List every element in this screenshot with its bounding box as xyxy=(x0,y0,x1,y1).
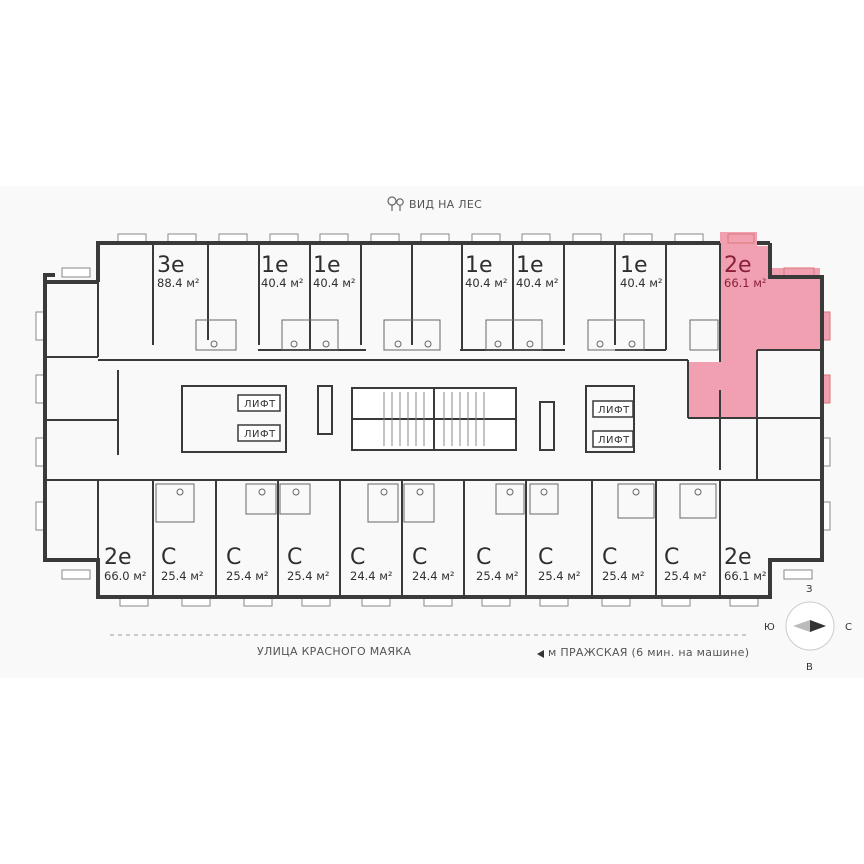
svg-text:66.0 м²: 66.0 м² xyxy=(104,569,147,583)
svg-text:1е: 1е xyxy=(620,253,648,278)
svg-text:С: С xyxy=(350,545,365,570)
svg-text:66.1 м²: 66.1 м² xyxy=(724,276,767,290)
svg-text:ЛИФТ: ЛИФТ xyxy=(244,429,276,440)
svg-text:ЛИФТ: ЛИФТ xyxy=(598,435,630,446)
svg-text:С: С xyxy=(664,545,679,570)
view-indicator: ВИД НА ЛЕС xyxy=(387,196,482,211)
unit-label-c-1[interactable]: С 25.4 м² xyxy=(161,545,204,583)
unit-label-c-2[interactable]: С 25.4 м² xyxy=(226,545,269,583)
svg-text:С: С xyxy=(538,545,553,570)
svg-text:1е: 1е xyxy=(465,253,493,278)
windows-top xyxy=(117,233,815,278)
unit-label-1e-top-d[interactable]: 1е 40.4 м² xyxy=(516,253,559,290)
svg-text:40.4 м²: 40.4 м² xyxy=(313,276,356,290)
compass-north-label: З xyxy=(806,584,812,595)
svg-text:25.4 м²: 25.4 м² xyxy=(476,569,519,583)
svg-text:С: С xyxy=(602,545,617,570)
compass: З Ю С В xyxy=(764,584,852,673)
svg-text:25.4 м²: 25.4 м² xyxy=(664,569,707,583)
core-walls xyxy=(117,370,721,470)
svg-text:м ПРАЖСКАЯ (6 мин. на машине): м ПРАЖСКАЯ (6 мин. на машине) xyxy=(548,646,749,659)
unit-label-c-5[interactable]: С 24.4 м² xyxy=(412,545,455,583)
svg-text:88.4 м²: 88.4 м² xyxy=(157,276,200,290)
unit-label-c-8[interactable]: С 25.4 м² xyxy=(602,545,645,583)
svg-text:1е: 1е xyxy=(313,253,341,278)
svg-text:С: С xyxy=(161,545,176,570)
bathrooms-top xyxy=(195,319,719,351)
unit-label-1e-top-a[interactable]: 1е 40.4 м² xyxy=(261,253,304,290)
stairwell xyxy=(351,387,517,451)
unit-label-2e-bottom-left[interactable]: 2е 66.0 м² xyxy=(104,545,147,583)
metro-indicator: м ПРАЖСКАЯ (6 мин. на машине) xyxy=(537,646,749,659)
lift-left-1: ЛИФТ xyxy=(237,394,281,412)
svg-text:25.4 м²: 25.4 м² xyxy=(538,569,581,583)
unit-label-c-7[interactable]: С 25.4 м² xyxy=(538,545,581,583)
svg-text:ЛИФТ: ЛИФТ xyxy=(244,399,276,410)
triangle-left-icon xyxy=(537,650,544,658)
tree-icon xyxy=(387,196,404,211)
svg-text:40.4 м²: 40.4 м² xyxy=(516,276,559,290)
selected-unit-highlight[interactable] xyxy=(688,232,820,418)
svg-text:24.4 м²: 24.4 м² xyxy=(350,569,393,583)
svg-text:25.4 м²: 25.4 м² xyxy=(161,569,204,583)
unit-label-2e-selected[interactable]: 2е 66.1 м² xyxy=(724,253,767,290)
unit-label-1e-top-e[interactable]: 1е 40.4 м² xyxy=(620,253,663,290)
view-label: ВИД НА ЛЕС xyxy=(409,198,482,211)
unit-label-c-3[interactable]: С 25.4 м² xyxy=(287,545,330,583)
svg-text:40.4 м²: 40.4 м² xyxy=(620,276,663,290)
svg-text:2е: 2е xyxy=(104,545,132,570)
compass-east-label: С xyxy=(845,622,852,633)
bathrooms-bottom xyxy=(155,483,717,523)
unit-label-2e-bottom-right[interactable]: 2е 66.1 м² xyxy=(724,545,767,583)
unit-label-3e-top[interactable]: 3е 88.4 м² xyxy=(157,253,200,290)
lift-right-1: ЛИФТ xyxy=(592,400,634,418)
unit-label-c-9[interactable]: С 25.4 м² xyxy=(664,545,707,583)
svg-text:С: С xyxy=(476,545,491,570)
compass-south-label: В xyxy=(806,662,813,673)
svg-text:3е: 3е xyxy=(157,253,185,278)
svg-text:66.1 м²: 66.1 м² xyxy=(724,569,767,583)
svg-text:25.4 м²: 25.4 м² xyxy=(226,569,269,583)
lift-right-2: ЛИФТ xyxy=(592,430,634,448)
svg-text:25.4 м²: 25.4 м² xyxy=(602,569,645,583)
svg-text:С: С xyxy=(412,545,427,570)
svg-text:25.4 м²: 25.4 м² xyxy=(287,569,330,583)
lift-left-2: ЛИФТ xyxy=(237,424,281,442)
svg-text:С: С xyxy=(287,545,302,570)
svg-text:24.4 м²: 24.4 м² xyxy=(412,569,455,583)
svg-text:1е: 1е xyxy=(261,253,289,278)
svg-text:40.4 м²: 40.4 м² xyxy=(465,276,508,290)
unit-label-c-4[interactable]: С 24.4 м² xyxy=(350,545,393,583)
compass-west-label: Ю xyxy=(764,622,775,633)
svg-text:2е: 2е xyxy=(724,253,752,278)
street-label: УЛИЦА КРАСНОГО МАЯКА xyxy=(257,645,411,658)
unit-label-c-6[interactable]: С 25.4 м² xyxy=(476,545,519,583)
svg-text:ЛИФТ: ЛИФТ xyxy=(598,405,630,416)
unit-label-1e-top-b[interactable]: 1е 40.4 м² xyxy=(313,253,356,290)
svg-text:С: С xyxy=(226,545,241,570)
windows-sides xyxy=(35,267,831,580)
svg-text:2е: 2е xyxy=(724,545,752,570)
svg-text:1е: 1е xyxy=(516,253,544,278)
stair-treads xyxy=(383,392,485,446)
svg-text:40.4 м²: 40.4 м² xyxy=(261,276,304,290)
unit-label-1e-top-c[interactable]: 1е 40.4 м² xyxy=(465,253,508,290)
